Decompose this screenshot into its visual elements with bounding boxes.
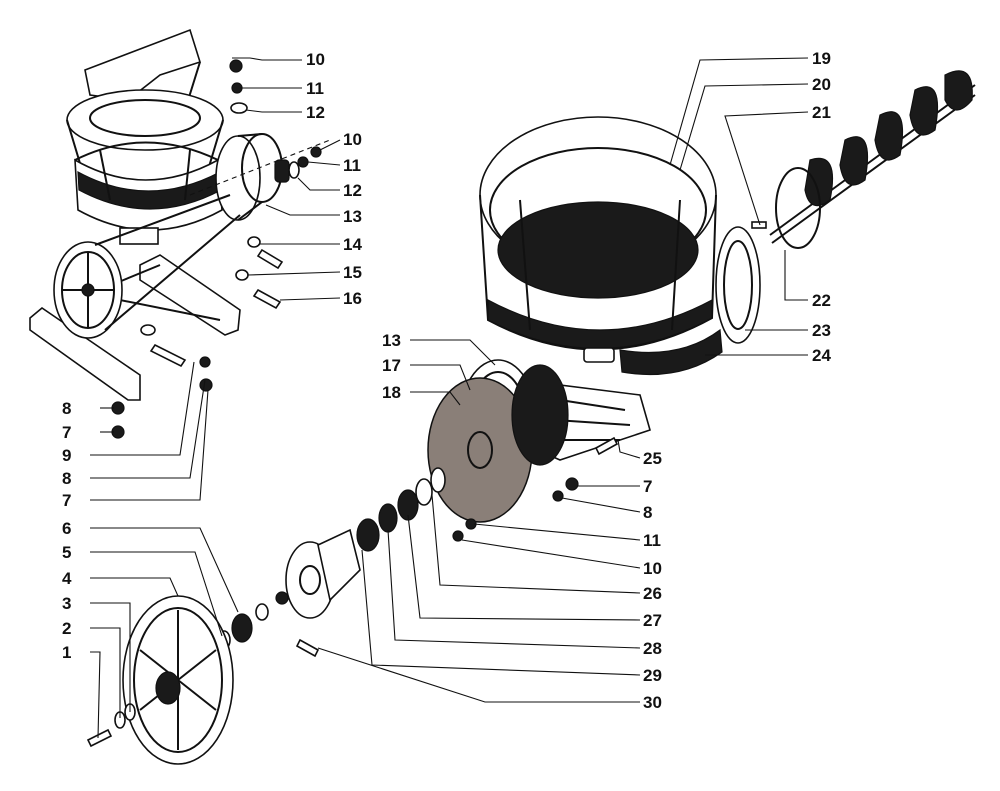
callout-13: 13: [343, 207, 362, 226]
callout-10: 10: [343, 130, 362, 149]
callout-11: 11: [643, 531, 661, 550]
leader-lines: [90, 57, 809, 739]
callout-13: 13: [382, 331, 401, 350]
large-pulley: [86, 595, 234, 765]
callout-6: 6: [62, 519, 71, 538]
callout-11: 11: [306, 79, 324, 98]
callout-12: 12: [343, 181, 362, 200]
callout-4: 4: [62, 569, 72, 588]
callout-8: 8: [643, 503, 652, 522]
callout-10: 10: [306, 50, 325, 69]
callout-2: 2: [62, 619, 71, 638]
callout-19: 19: [812, 49, 831, 68]
callout-30: 30: [643, 693, 662, 712]
callout-24: 24: [812, 346, 831, 365]
callout-17: 17: [382, 356, 401, 375]
callout-27: 27: [643, 611, 662, 630]
callout-7: 7: [62, 423, 71, 442]
callout-14: 14: [343, 235, 362, 254]
end-flange: [427, 364, 569, 523]
callout-5: 5: [62, 543, 71, 562]
callout-7: 7: [62, 491, 71, 510]
callout-1: 1: [62, 643, 71, 662]
callout-18: 18: [382, 383, 401, 402]
callout-21: 21: [812, 103, 831, 122]
bearing-stack: [356, 467, 446, 552]
callout-8: 8: [62, 399, 71, 418]
hopper-fasteners: [111, 59, 322, 439]
callout-22: 22: [812, 291, 831, 310]
bearing-housing: [217, 528, 361, 658]
callout-23: 23: [812, 321, 831, 340]
callout-labels: 10 11 12 10 11 12 13 14 15 16 8 7 9 8 7 …: [62, 49, 831, 712]
callout-25: 25: [643, 449, 662, 468]
callout-7: 7: [643, 477, 652, 496]
callout-15: 15: [343, 263, 362, 282]
callout-9: 9: [62, 446, 71, 465]
callout-10: 10: [643, 559, 662, 578]
callout-26: 26: [643, 584, 662, 603]
small-pulley: [53, 194, 241, 339]
hopper-assembly: [66, 28, 331, 245]
flange-fasteners: [452, 436, 619, 542]
callout-11: 11: [343, 156, 361, 175]
callout-8: 8: [62, 469, 71, 488]
callout-28: 28: [643, 639, 662, 658]
mixing-screw: [751, 70, 976, 249]
callout-16: 16: [343, 289, 362, 308]
callout-3: 3: [62, 594, 71, 613]
callout-29: 29: [643, 666, 662, 685]
callout-12: 12: [306, 103, 325, 122]
callout-20: 20: [812, 75, 831, 94]
